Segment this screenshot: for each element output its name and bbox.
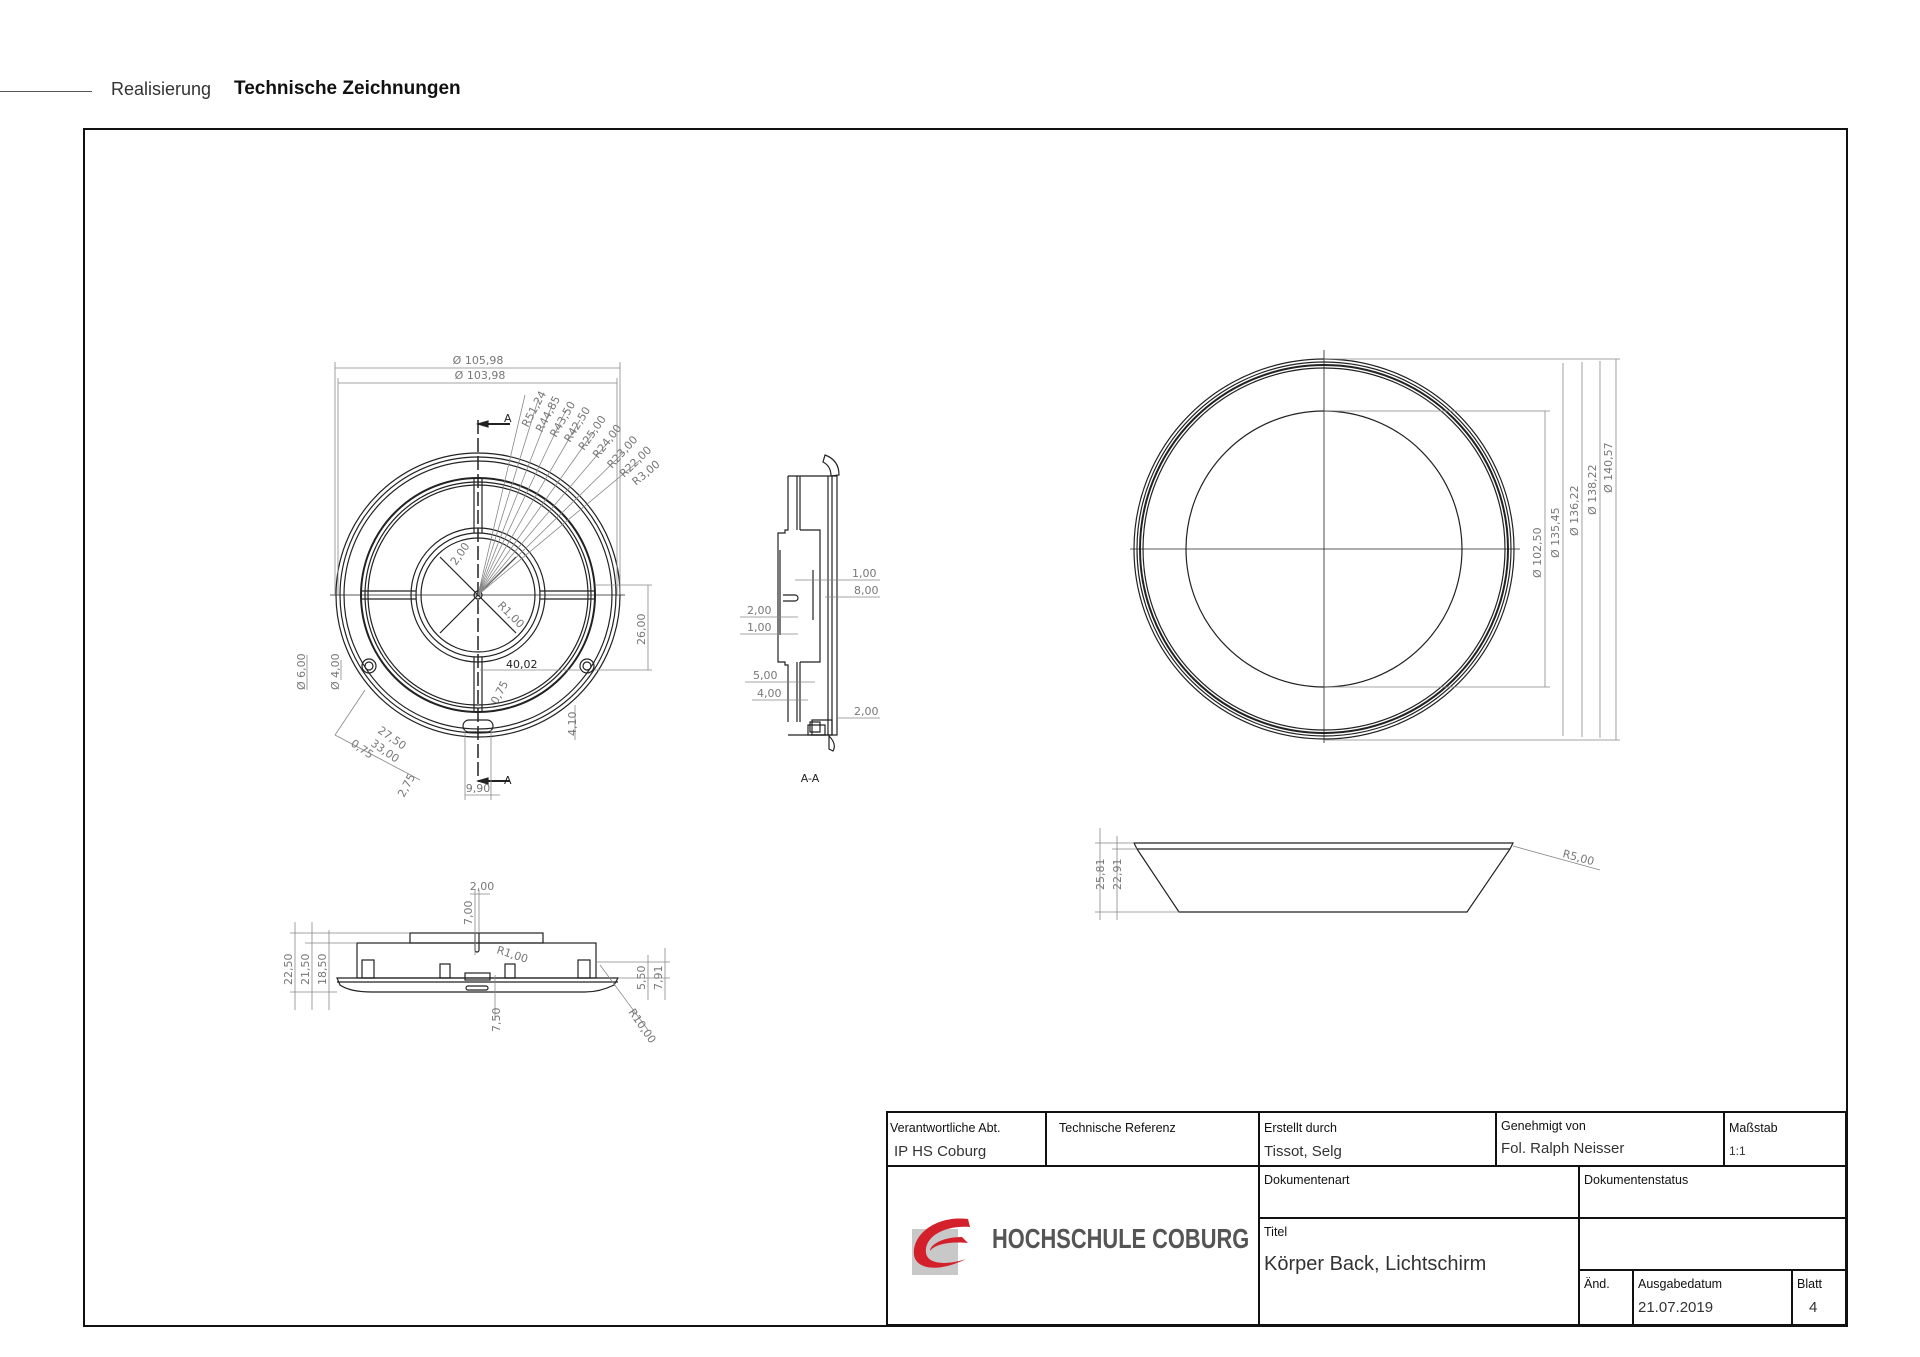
sheet-frame <box>83 128 1848 1327</box>
dim-label: 5,50 <box>635 966 648 991</box>
date-cell: Ausgabedatum 21.07.2019 <box>1632 1269 1791 1326</box>
dim-label: 0,75 <box>348 737 376 762</box>
title-block: Verantwortliche Abt. IP HS Coburg Techni… <box>886 1111 1847 1326</box>
date-value: 21.07.2019 <box>1638 1299 1714 1316</box>
shade-top-dimensions: Ø 102,50 Ø 135,45 Ø 136,22 Ø 138,22 Ø 14… <box>1531 442 1615 578</box>
dim-label: Ø 138,22 <box>1586 464 1599 515</box>
dept-value: IP HS Coburg <box>894 1143 987 1160</box>
hochschule-coburg-logo-icon <box>912 1218 970 1275</box>
sheet-cell: Blatt 4 <box>1791 1269 1845 1326</box>
dim-label: 4,10 <box>566 712 579 737</box>
scale-value: 1:1 <box>1729 1144 1746 1158</box>
dept-label: Verantwortliche Abt. <box>890 1121 1001 1135</box>
front-view <box>330 420 625 785</box>
dim-label: 18,50 <box>316 954 329 986</box>
dim-label: Ø 136,22 <box>1568 485 1581 536</box>
logo-cell: HOCHSCHULE COBURG <box>888 1165 1258 1326</box>
approved-cell: Genehmigt von Fol. Ralph Neisser <box>1495 1113 1723 1165</box>
revision-label: Änd. <box>1584 1277 1610 1291</box>
shade-top-view <box>1130 350 1520 743</box>
dim-label: Ø 6,00 <box>295 653 308 690</box>
sheet-value: 4 <box>1809 1299 1818 1316</box>
created-value: Tissot, Selg <box>1264 1143 1342 1160</box>
dim-label: 7,00 <box>462 901 475 926</box>
front-view-dimension-lines <box>306 362 652 800</box>
created-label: Erstellt durch <box>1264 1121 1337 1135</box>
doctype-cell: Dokumentenart <box>1258 1165 1578 1217</box>
section-mark: A <box>504 412 512 425</box>
logo-text: HOCHSCHULE COBURG <box>992 1223 1250 1254</box>
ref-cell: Technische Referenz <box>1045 1113 1258 1165</box>
shade-side-dimension-lines <box>1095 828 1601 920</box>
approved-value: Fol. Ralph Neisser <box>1501 1140 1625 1157</box>
dim-label: Ø 105,98 <box>453 354 504 367</box>
dim-label: R5,00 <box>1561 847 1595 868</box>
dim-label: 5,00 <box>753 669 778 682</box>
docstatus-label: Dokumentenstatus <box>1584 1173 1689 1187</box>
dim-label: 40,02 <box>506 658 538 671</box>
dim-label: Ø 102,50 <box>1531 527 1544 578</box>
dim-label: Ø 103,98 <box>455 369 506 382</box>
section-view-dimensions: 1,00 8,00 2,00 1,00 5,00 4,00 2,00 A-A <box>747 567 879 785</box>
date-label: Ausgabedatum <box>1638 1277 1723 1291</box>
side-view-dimensions: 2,00 7,00 R1,00 22,50 21,50 18,50 5,50 7… <box>282 880 665 1046</box>
title-value: Körper Back, Lichtschirm <box>1264 1253 1487 1275</box>
section-view <box>777 454 840 752</box>
section-view-dimension-lines <box>740 579 880 719</box>
dim-label: Ø 140,57 <box>1602 442 1615 493</box>
dim-label: 22,50 <box>282 954 295 986</box>
dim-label: 8,00 <box>854 584 879 597</box>
shade-side-view <box>1133 842 1514 913</box>
dim-label: R1,00 <box>495 599 527 631</box>
dim-label: 2,00 <box>854 705 879 718</box>
dim-label: 4,00 <box>757 687 782 700</box>
revision-cell: Änd. <box>1578 1269 1632 1326</box>
dim-label: 25,81 <box>1094 859 1107 891</box>
side-view-dimension-lines <box>290 890 670 1031</box>
ref-label: Technische Referenz <box>1059 1121 1176 1135</box>
dim-label: 22,91 <box>1111 859 1124 891</box>
created-cell: Erstellt durch Tissot, Selg <box>1258 1113 1495 1165</box>
dim-label: R10,00 <box>626 1006 659 1046</box>
scale-cell: Maßstab 1:1 <box>1723 1113 1845 1165</box>
dim-label: 1,00 <box>852 567 877 580</box>
section-mark: A <box>504 774 512 787</box>
section-label: A-A <box>801 772 820 785</box>
scale-label: Maßstab <box>1729 1121 1778 1135</box>
dim-label: Ø 135,45 <box>1549 507 1562 558</box>
side-view <box>336 932 620 993</box>
dept-cell: Verantwortliche Abt. IP HS Coburg <box>888 1113 1045 1165</box>
dim-label: 2,00 <box>747 604 772 617</box>
dim-label: R1,00 <box>495 943 530 965</box>
dim-label: 0,75 <box>488 679 511 707</box>
dim-label: 26,00 <box>635 614 648 646</box>
dim-label: Ø 4,00 <box>329 653 342 690</box>
dim-label: 2,00 <box>470 880 495 893</box>
page-title: Technische Zeichnungen <box>234 78 461 99</box>
title-label: Titel <box>1264 1225 1288 1239</box>
shade-top-dimension-lines <box>1324 358 1620 741</box>
breadcrumb-section: Realisierung <box>111 79 212 99</box>
dim-label: 1,00 <box>747 621 772 634</box>
header-rule <box>0 91 92 92</box>
title-cell: Titel Körper Back, Lichtschirm <box>1258 1217 1578 1326</box>
dim-label: 7,50 <box>490 1008 503 1033</box>
dim-label: 7,91 <box>652 966 665 991</box>
dim-label: 9,90 <box>466 782 491 795</box>
shade-side-dimensions: 25,81 22,91 R5,00 <box>1094 847 1596 890</box>
doctype-label: Dokumentenart <box>1264 1173 1350 1187</box>
dim-label: 21,50 <box>299 954 312 986</box>
approved-label: Genehmigt von <box>1501 1119 1586 1133</box>
sheet-label: Blatt <box>1797 1277 1823 1291</box>
docstatus-cell: Dokumentenstatus <box>1578 1165 1845 1217</box>
dim-label: 2,75 <box>395 772 418 800</box>
